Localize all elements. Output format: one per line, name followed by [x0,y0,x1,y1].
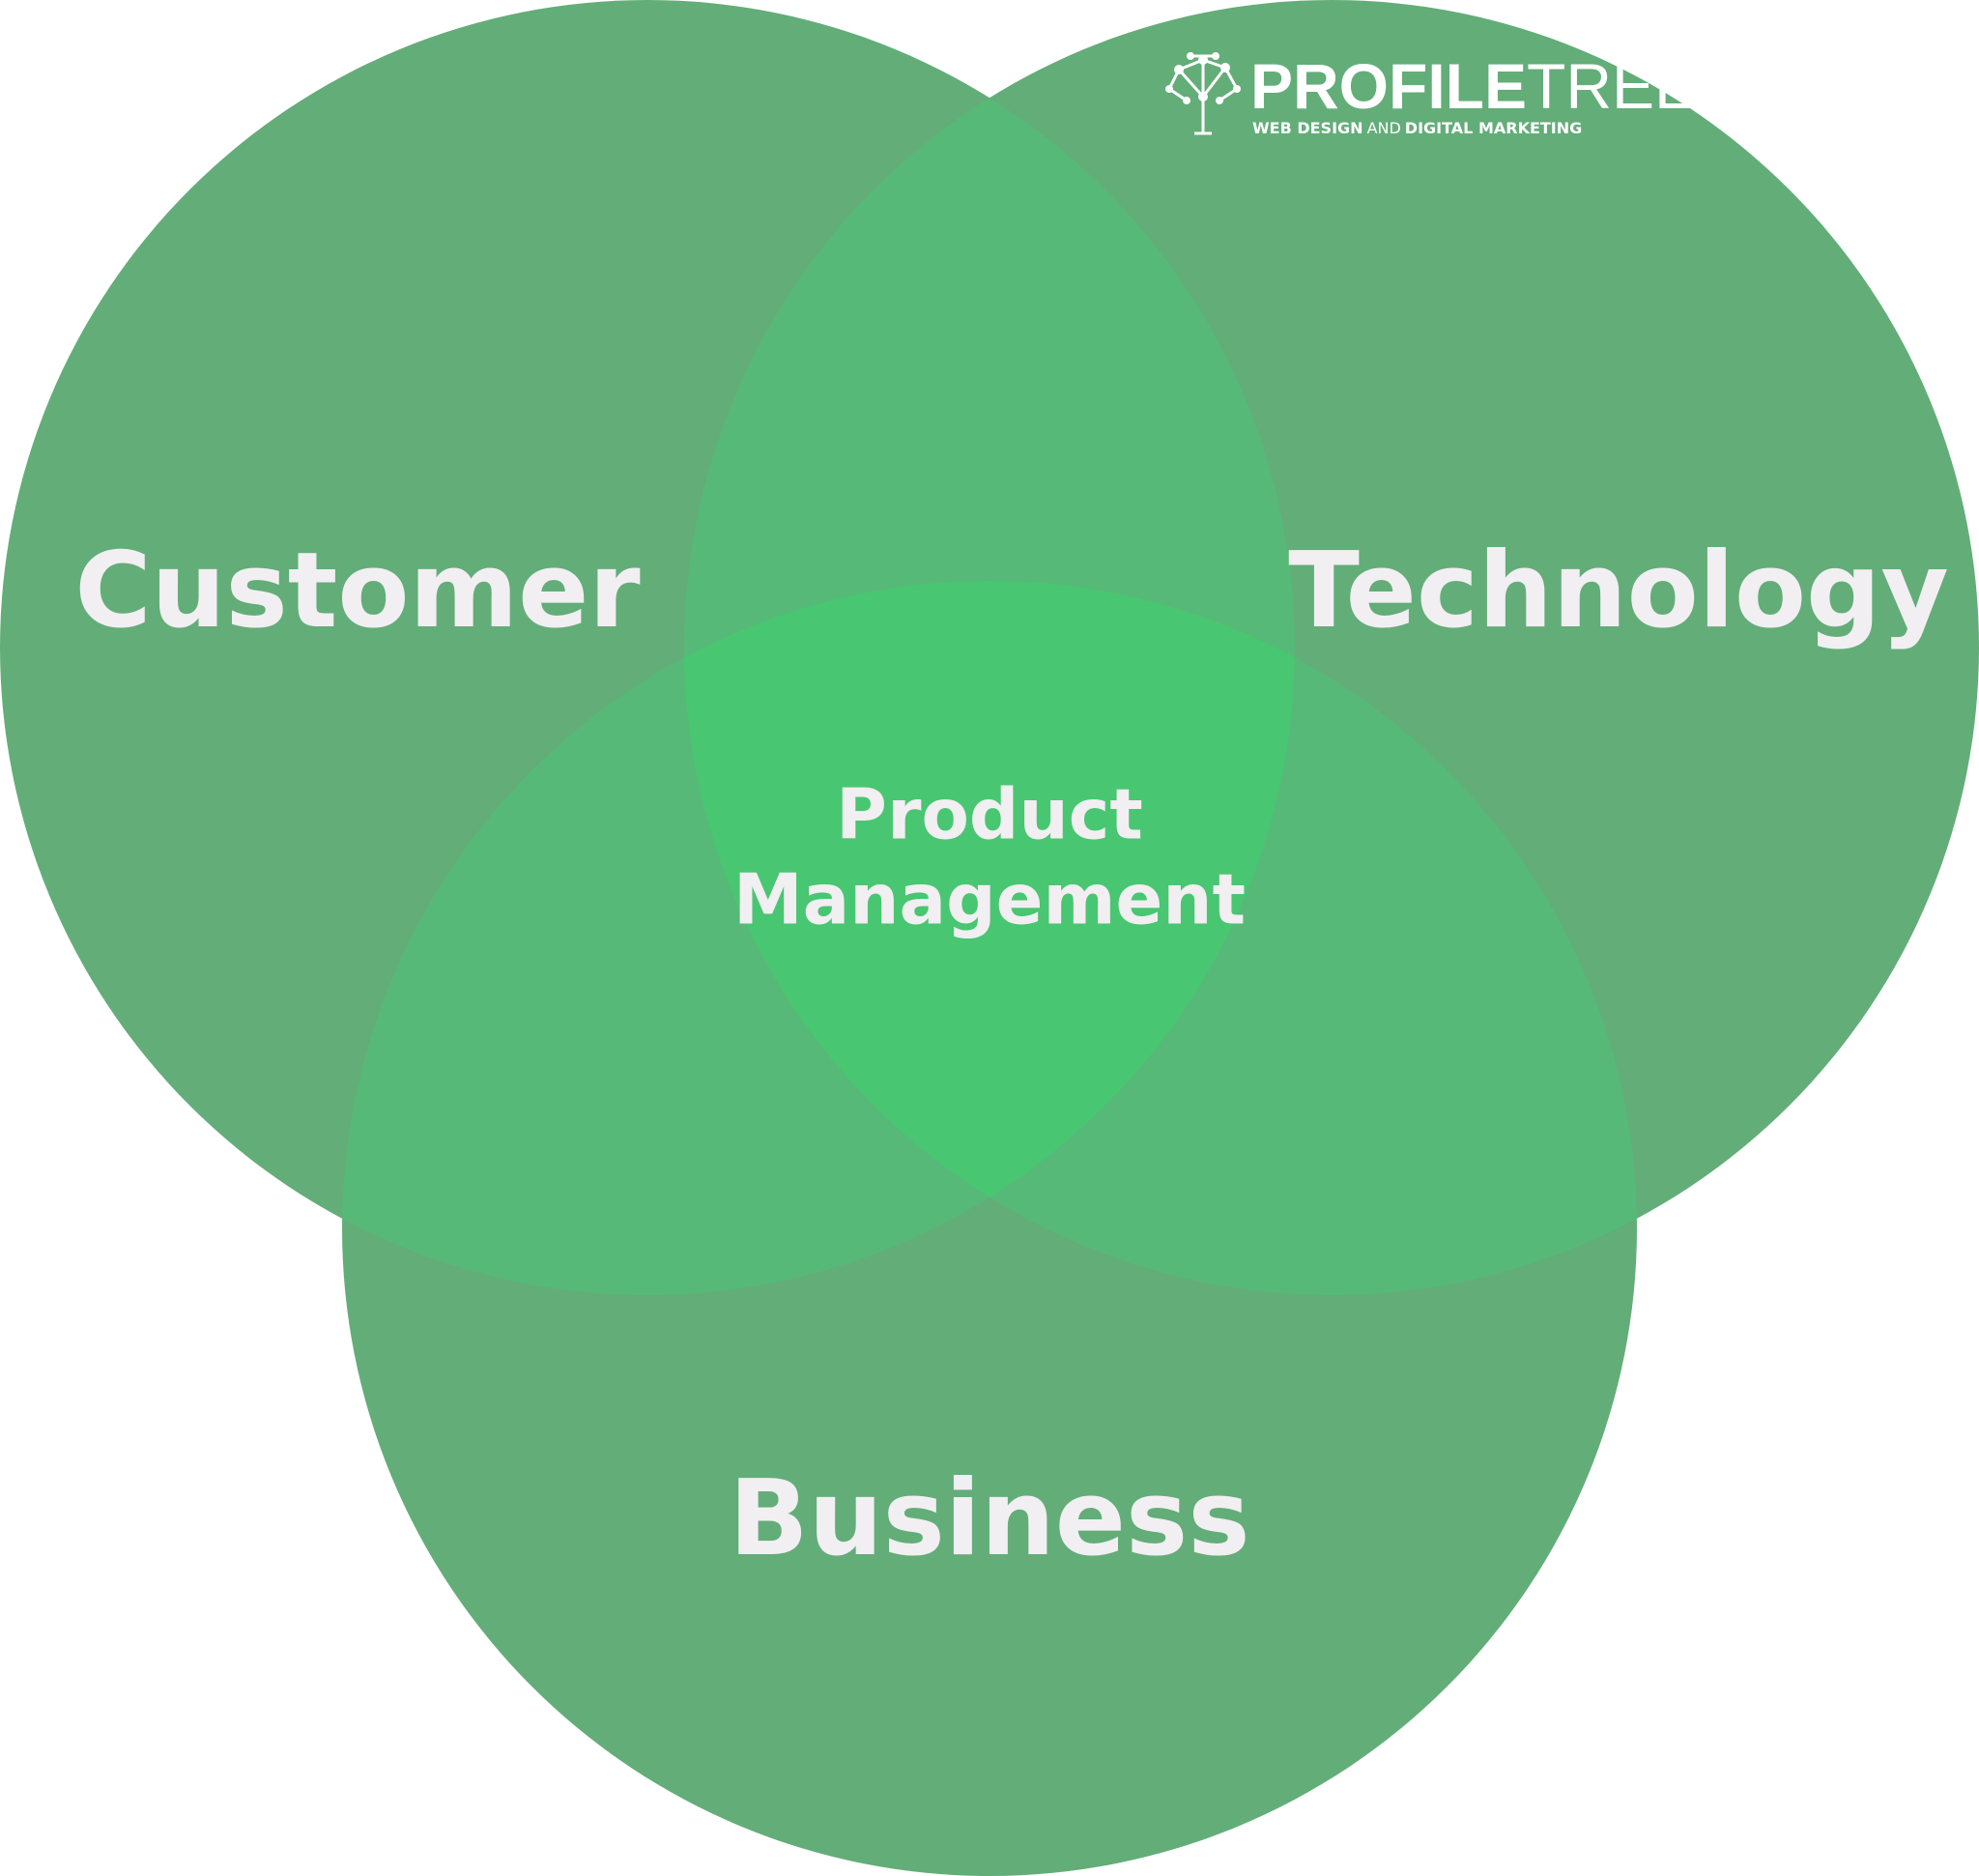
customer-label: Customer [74,531,640,651]
logo-tagline-part2: AND [1367,119,1401,137]
center-label-line1: Product [836,774,1143,855]
logo-brand-thin: TREE [1527,50,1697,122]
logo-tagline-part1: WEB DESIGN [1252,119,1363,137]
logo-tagline: WEB DESIGN AND DIGITAL MARKETING [1252,119,1582,137]
logo-brand-bold: PROFILE [1250,50,1527,122]
tree-network-icon [1165,52,1241,135]
technology-label: Technology [1288,531,1949,651]
business-label: Business [729,1458,1249,1579]
logo-wordmark: PROFILETREE [1250,50,1697,122]
profiletree-logo: PROFILETREE WEB DESIGN AND DIGITAL MARKE… [1165,50,1697,137]
logo-tagline-part3: DIGITAL MARKETING [1405,119,1582,137]
center-label-line2: Management [733,859,1246,940]
